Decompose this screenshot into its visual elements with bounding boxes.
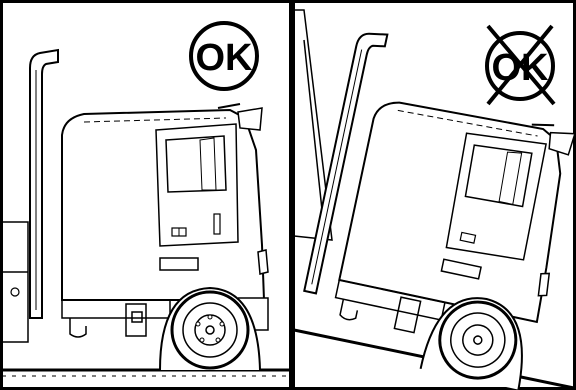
panel-incorrect: OK — [292, 0, 576, 390]
truck-tilted-drawing: OK — [292, 0, 576, 390]
ok-badge-text: OK — [492, 47, 550, 89]
ok-badge: OK — [191, 23, 257, 89]
frame-left — [2, 222, 28, 342]
chassis — [62, 300, 170, 337]
exhaust-stack — [30, 50, 58, 318]
panel-correct: OK — [0, 0, 292, 390]
ok-badge-text: OK — [196, 37, 254, 79]
truck-level-drawing: OK — [0, 0, 292, 390]
ok-badge-crossed: OK — [487, 26, 554, 104]
truck-cab — [62, 104, 268, 330]
